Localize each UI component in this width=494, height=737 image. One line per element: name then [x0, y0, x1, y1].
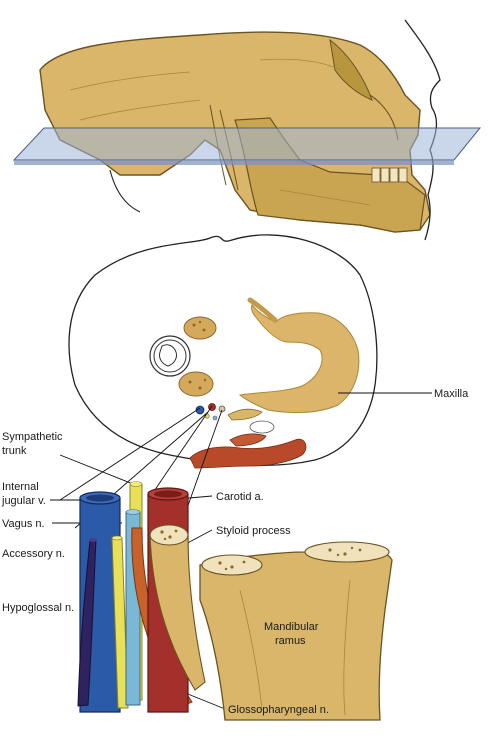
lower-ramus-section	[178, 371, 214, 397]
label-internal-jugular-line1: Internal	[2, 481, 39, 493]
label-mandibular-ramus-line2: ramus	[275, 635, 306, 647]
label-maxilla: Maxilla	[434, 388, 469, 400]
face-profile-outline	[404, 19, 441, 241]
label-styloid-process: Styloid process	[216, 525, 291, 537]
muscle-section	[189, 433, 307, 469]
neurovascular-bundle	[77, 481, 206, 713]
hypoglossal-nerve	[111, 537, 129, 709]
styloid-section	[227, 408, 263, 421]
vessel-dots-section	[195, 403, 226, 421]
maxilla-process	[247, 297, 278, 323]
labels: Maxilla Sympathetic trunk Internal jugul…	[1, 388, 469, 716]
upper-ramus-section	[183, 316, 217, 340]
label-sympathetic-trunk-line1: Sympathetic	[2, 431, 63, 443]
airway-section	[149, 335, 191, 377]
label-sympathetic-trunk-line2: trunk	[2, 445, 27, 457]
label-carotid-a: Carotid a.	[216, 491, 264, 503]
transverse-section-plane	[12, 127, 482, 165]
accessory-nerve	[77, 539, 97, 707]
label-internal-jugular-line2: jugular v.	[1, 495, 46, 507]
label-mandibular-ramus-line1: Mandibular	[264, 621, 319, 633]
styloid-process	[149, 534, 206, 691]
bone-texture-dots	[188, 320, 207, 390]
label-hypoglossal-n: Hypoglossal n.	[2, 602, 74, 614]
maxilla-section	[238, 304, 360, 414]
label-vagus-n: Vagus n.	[2, 518, 45, 530]
neck-outline	[109, 169, 141, 213]
label-glossopharyngeal-n: Glossopharyngeal n.	[228, 704, 329, 716]
small-structure-section	[249, 420, 275, 434]
label-accessory-n: Accessory n.	[2, 548, 65, 560]
mandibular-ramus-block	[199, 541, 393, 721]
